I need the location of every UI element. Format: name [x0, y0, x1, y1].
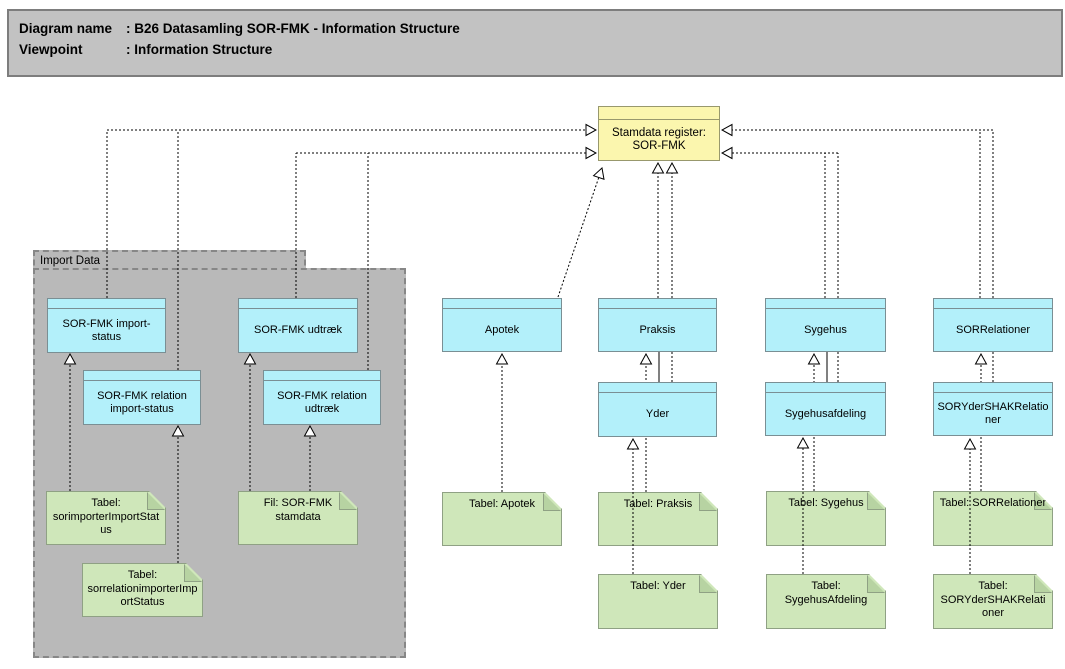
diagram-name-value: : B26 Datasamling SOR-FMK - Information … — [126, 21, 460, 36]
note-label: Tabel: Sygehus — [788, 497, 864, 509]
note-tabel-sygehusafdeling[interactable]: Tabel: SygehusAfdeling — [766, 574, 886, 629]
note-tabel-sorrelationimporterimportstatus[interactable]: Tabel: sorrelationimporterImportStatus — [82, 563, 203, 617]
entity-title-band — [84, 371, 200, 381]
entity-title-band — [264, 371, 380, 381]
entity-label: Apotek — [484, 323, 520, 336]
entity-title-band — [766, 383, 885, 393]
note-tabel-sorrelationer[interactable]: Tabel: SORRelationer — [933, 491, 1053, 546]
realization-connector — [557, 168, 602, 298]
entity-soryder-shak-relationer[interactable]: SORYderSHAKRelationer — [933, 382, 1053, 436]
entity-label: Sygehusafdeling — [784, 407, 867, 420]
entity-stamdata-register-sor-fmk[interactable]: Stamdata register: SOR-FMK — [598, 106, 720, 161]
entity-label: Yder — [645, 408, 670, 420]
entity-title-band — [599, 383, 716, 393]
entity-title-band — [599, 299, 716, 309]
entity-label: Stamdata register: SOR-FMK — [612, 127, 706, 152]
diagram-title-block: Diagram name : B26 Datasamling SOR-FMK -… — [7, 9, 1063, 77]
diagram-name-label: Diagram name — [19, 21, 113, 36]
diagram-name-row: Diagram name : B26 Datasamling SOR-FMK -… — [19, 18, 1061, 39]
note-label: Tabel: SORYderSHAKRelationer — [940, 580, 1046, 619]
entity-yder[interactable]: Yder — [598, 382, 717, 437]
entity-sygehus[interactable]: Sygehus — [765, 298, 886, 352]
note-tabel-praksis[interactable]: Tabel: Praksis — [598, 492, 718, 546]
note-tabel-sorimporterimportstatus[interactable]: Tabel: sorimporterImportStatus — [46, 491, 166, 545]
entity-sor-fmk-udtraek[interactable]: SOR-FMK udtræk — [238, 298, 358, 353]
entity-label: SORYderSHAKRelationer — [937, 401, 1049, 426]
entity-sorrelationer[interactable]: SORRelationer — [933, 298, 1053, 352]
entity-sor-fmk-relation-import-status[interactable]: SOR-FMK relation import-status — [83, 370, 201, 425]
entity-title-band — [599, 107, 719, 120]
note-tabel-apotek[interactable]: Tabel: Apotek — [442, 492, 562, 546]
note-tabel-sygehus[interactable]: Tabel: Sygehus — [766, 491, 886, 546]
entity-sygehusafdeling[interactable]: Sygehusafdeling — [765, 382, 886, 436]
viewpoint-row: Viewpoint : Information Structure — [19, 39, 1061, 60]
entity-title-band — [766, 299, 885, 309]
note-tabel-soryder-shak-relationer[interactable]: Tabel: SORYderSHAKRelationer — [933, 574, 1053, 629]
entity-praksis[interactable]: Praksis — [598, 298, 717, 352]
entity-label: Sygehus — [804, 323, 847, 336]
note-label: Tabel: sorrelationimporterImportStatus — [87, 569, 198, 608]
entity-label: SOR-FMK import-status — [62, 317, 151, 343]
note-fil-sor-fmk-stamdata[interactable]: Fil: SOR-FMK stamdata — [238, 491, 358, 545]
entity-label: SOR-FMK relation udtræk — [277, 389, 367, 415]
note-label: Tabel: Apotek — [468, 498, 536, 510]
entity-title-band — [48, 299, 165, 309]
entity-label: SOR-FMK relation import-status — [97, 389, 187, 415]
entity-label: SORRelationer — [956, 323, 1030, 336]
entity-title-band — [239, 299, 357, 309]
entity-title-band — [443, 299, 561, 309]
entity-title-band — [934, 299, 1052, 309]
note-label: Tabel: sorimporterImportStatus — [52, 497, 160, 536]
entity-title-band — [934, 383, 1052, 393]
entity-label: SOR-FMK udtræk — [253, 324, 342, 336]
entity-sor-fmk-relation-udtraek[interactable]: SOR-FMK relation udtræk — [263, 370, 381, 425]
entity-label: Praksis — [639, 323, 676, 336]
note-label: Tabel: Yder — [630, 580, 686, 592]
note-label: Fil: SOR-FMK stamdata — [263, 497, 333, 523]
group-import-data-label: Import Data — [40, 255, 101, 267]
viewpoint-value: : Information Structure — [126, 42, 273, 57]
viewpoint-label: Viewpoint — [19, 42, 83, 57]
note-label: Tabel: SygehusAfdeling — [784, 580, 868, 606]
entity-sor-fmk-import-status[interactable]: SOR-FMK import-status — [47, 298, 166, 353]
note-label: Tabel: SORRelationer — [939, 497, 1047, 509]
note-label: Tabel: Praksis — [623, 498, 693, 510]
entity-apotek[interactable]: Apotek — [442, 298, 562, 352]
